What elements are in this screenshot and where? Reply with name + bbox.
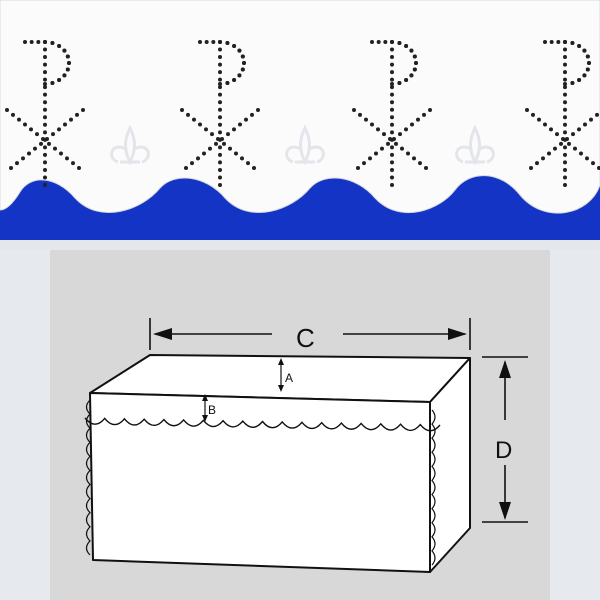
depth-dimension xyxy=(482,356,528,523)
scalloped-lace-edge xyxy=(0,0,600,214)
lace-scallop-left xyxy=(85,399,91,556)
depth-label-d: D xyxy=(495,437,512,464)
altar-cloth-diagram: C D A B xyxy=(84,318,528,573)
chi-rho-symbol xyxy=(180,40,260,187)
table-front-face xyxy=(89,392,431,573)
fleur-de-lis-symbol xyxy=(285,124,325,166)
lace-drop-label-b: B xyxy=(208,403,216,417)
table-box xyxy=(89,354,471,573)
lace-scallop-front xyxy=(84,417,441,432)
chi-rho-symbol xyxy=(5,40,85,187)
left-margin xyxy=(0,250,50,600)
lace-drop-marker xyxy=(202,394,208,422)
lace-trim-band xyxy=(0,0,600,250)
chi-rho-symbol xyxy=(525,40,600,187)
top-drop-label-a: A xyxy=(285,371,293,385)
right-margin xyxy=(550,250,600,600)
fleur-de-lis-symbol xyxy=(455,124,495,166)
width-label-c: C xyxy=(296,323,315,353)
lace-scallop-right xyxy=(431,409,436,566)
width-dimension xyxy=(149,318,471,350)
fleur-de-lis-symbol xyxy=(110,124,150,166)
chi-rho-symbol xyxy=(352,40,432,187)
top-drop-marker xyxy=(278,358,284,392)
